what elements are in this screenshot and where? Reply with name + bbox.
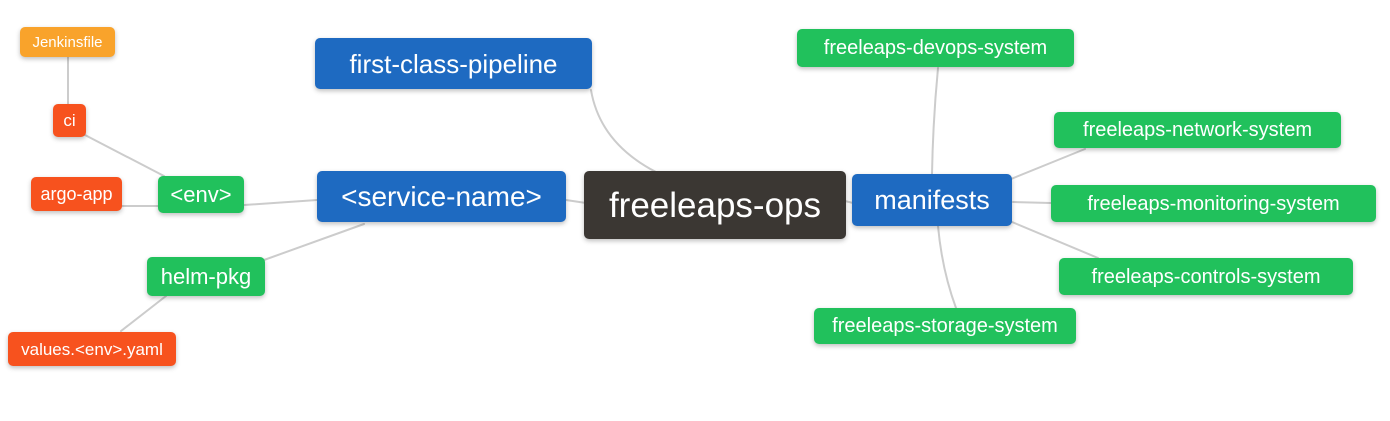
node-first-class-pipeline[interactable]: first-class-pipeline: [315, 38, 592, 89]
node-argo-app[interactable]: argo-app: [31, 177, 122, 211]
node-monitoring[interactable]: freeleaps-monitoring-system: [1051, 185, 1376, 222]
node-manifests[interactable]: manifests: [852, 174, 1012, 226]
node-helm-pkg[interactable]: helm-pkg: [147, 257, 265, 296]
node-jenkinsfile[interactable]: Jenkinsfile: [20, 27, 115, 57]
node-devops-label: freeleaps-devops-system: [823, 37, 1048, 59]
edge-first-class-pipeline-freeleaps-ops: [590, 89, 657, 173]
node-helm-pkg-label: helm-pkg: [160, 263, 252, 289]
node-devops[interactable]: freeleaps-devops-system: [797, 29, 1074, 67]
edge-freeleaps-ops-manifests: [844, 200, 854, 204]
edge-manifests-storage: [937, 225, 957, 309]
edge-manifests-controls: [1011, 221, 1099, 259]
edge-env-service-name: [243, 199, 318, 206]
node-env[interactable]: <env>: [158, 176, 244, 213]
node-service-name[interactable]: <service-name>: [317, 171, 566, 222]
node-network[interactable]: freeleaps-network-system: [1054, 112, 1341, 148]
node-ci-label: ci: [63, 111, 76, 130]
edge-manifests-network: [1010, 148, 1086, 180]
node-jenkinsfile-label: Jenkinsfile: [32, 33, 103, 51]
node-freeleaps-ops-label: freeleaps-ops: [608, 185, 822, 225]
node-ci[interactable]: ci: [53, 104, 86, 137]
node-values-env-yaml[interactable]: values.<env>.yaml: [8, 332, 176, 366]
edge-manifests-monitoring: [1012, 201, 1052, 204]
edge-values-env-yaml-helm-pkg: [120, 295, 167, 332]
edge-ci-env: [84, 134, 165, 177]
node-env-label: <env>: [170, 181, 232, 207]
node-controls[interactable]: freeleaps-controls-system: [1059, 258, 1353, 295]
node-argo-app-label: argo-app: [40, 184, 113, 204]
edge-manifests-devops: [931, 67, 939, 175]
node-network-label: freeleaps-network-system: [1083, 119, 1312, 141]
edge-helm-pkg-service-name: [263, 223, 365, 261]
node-controls-label: freeleaps-controls-system: [1091, 265, 1321, 288]
node-values-env-yaml-label: values.<env>.yaml: [21, 339, 163, 359]
edge-service-name-freeleaps-ops: [565, 199, 587, 204]
node-service-name-label: <service-name>: [341, 180, 542, 212]
node-freeleaps-ops[interactable]: freeleaps-ops: [584, 171, 846, 239]
node-manifests-label: manifests: [874, 184, 990, 215]
node-first-class-pipeline-label: first-class-pipeline: [349, 48, 558, 79]
node-storage[interactable]: freeleaps-storage-system: [814, 308, 1076, 344]
node-monitoring-label: freeleaps-monitoring-system: [1087, 192, 1340, 215]
node-storage-label: freeleaps-storage-system: [832, 315, 1058, 337]
